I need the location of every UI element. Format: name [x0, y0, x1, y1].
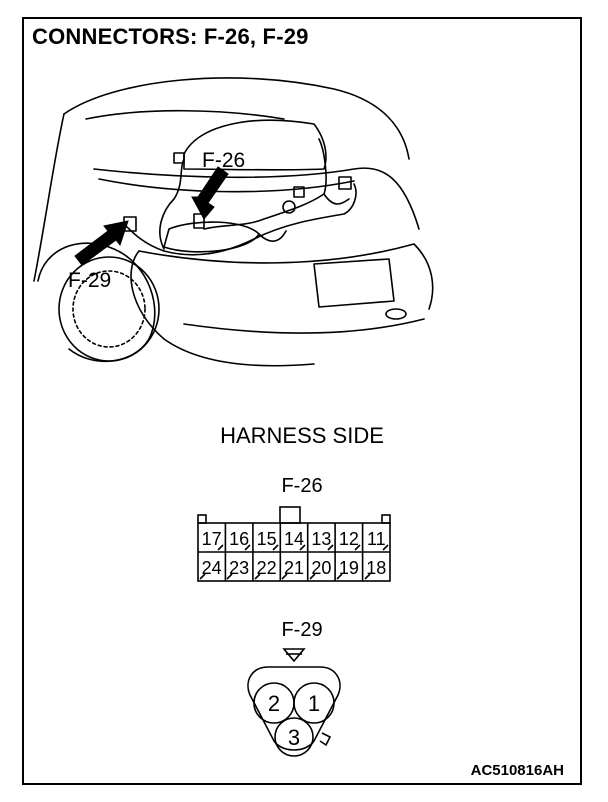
connector-f29-diagram: 2 1 3 — [247, 648, 341, 757]
f26-pin-13: 13 — [311, 529, 331, 549]
connector-f26-label: F-26 — [281, 475, 323, 497]
f26-pin-22: 22 — [257, 558, 277, 578]
f26-pin-19: 19 — [339, 558, 359, 578]
f26-pin-23: 23 — [229, 558, 249, 578]
connector-f29-label: F-29 — [281, 619, 323, 641]
f26-pin-12: 12 — [339, 529, 359, 549]
f29-pin-1: 1 — [308, 691, 320, 716]
f26-pin-16: 16 — [229, 529, 249, 549]
f29-arrow — [74, 220, 129, 266]
f26-arrow — [191, 166, 229, 220]
figure-code: AC510816AH — [470, 762, 564, 779]
f29-pin-3: 3 — [288, 725, 300, 750]
f26-pin-20: 20 — [311, 558, 331, 578]
callout-f26: F-26 — [202, 149, 246, 172]
f26-pin-18: 18 — [366, 558, 386, 578]
f26-pin-15: 15 — [257, 529, 277, 549]
f26-pin-17: 17 — [202, 529, 222, 549]
f26-pin-14: 14 — [284, 529, 304, 549]
f26-pin-11: 11 — [367, 529, 386, 549]
diagram-frame: CONNECTORS: F-26, F-29 — [22, 17, 582, 785]
diagram-title: CONNECTORS: F-26, F-29 — [32, 24, 309, 49]
callout-f29: F-29 — [68, 269, 112, 292]
car-rear-illustration — [33, 77, 434, 367]
f26-pin-21: 21 — [284, 558, 304, 578]
f29-pin-2: 2 — [268, 691, 280, 716]
harness-side-label: HARNESS SIDE — [220, 423, 384, 448]
f26-pin-24: 24 — [202, 558, 222, 578]
connector-f26-diagram: 17 16 15 14 13 12 11 24 23 22 21 20 19 1… — [197, 506, 391, 582]
